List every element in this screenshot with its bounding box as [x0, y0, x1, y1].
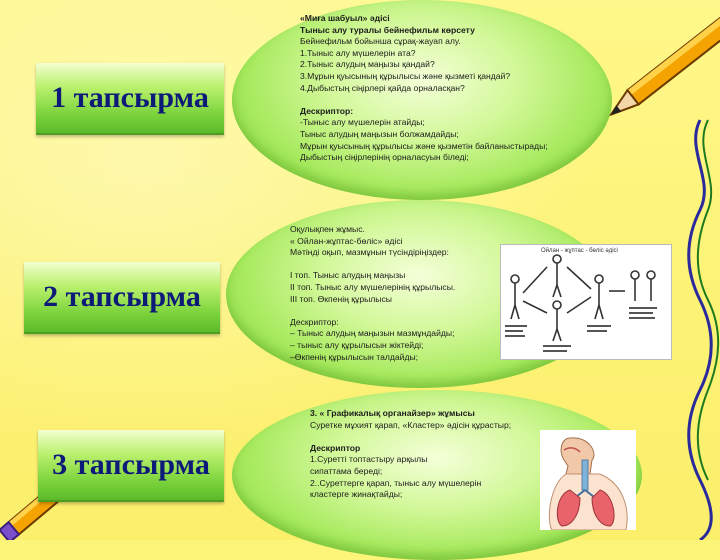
respiratory-system-figure: [540, 430, 636, 531]
pencil-icon: [608, 8, 720, 117]
task1-text: «Миға шабуыл» әдісі Тыныс алу туралы бей…: [300, 13, 548, 163]
task3-text: 3. « Графикалық органайзер» жұмысы Сурет…: [310, 408, 512, 500]
task1-button[interactable]: 1 тапсырма: [36, 63, 224, 135]
figure-caption: Ойлан - жұптас - бөліс әдісі: [541, 248, 618, 254]
task3-button[interactable]: 3 тапсырма: [38, 430, 224, 502]
think-pair-share-figure: Ойлан - жұптас - бөліс әдісі: [500, 244, 672, 360]
task2-text: Оқулықпен жұмыс. « Ойлан-жұптас-бөліс» ә…: [290, 224, 456, 362]
task1-content-oval: [232, 0, 612, 200]
wavy-border-decoration: [687, 119, 720, 540]
task2-button[interactable]: 2 тапсырма: [24, 262, 220, 334]
